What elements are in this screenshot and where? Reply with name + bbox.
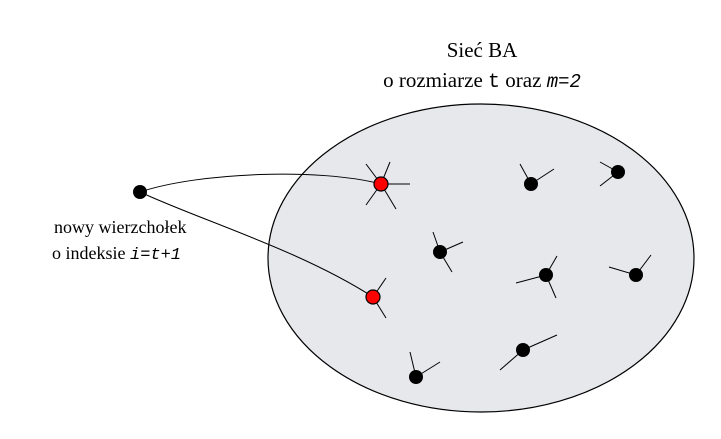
attachment-edge-2 [139, 191, 374, 298]
network-nodes [409, 165, 643, 384]
network-node [409, 370, 423, 384]
new-vertex-index-label: o indeksie i=t+1 [52, 243, 181, 265]
network-node [516, 343, 530, 357]
network-node [539, 268, 553, 282]
new-vertex-node [133, 185, 147, 199]
network-node [629, 268, 643, 282]
network-region [267, 103, 695, 413]
network-title: Sieć BA [447, 38, 518, 62]
attachment-edge-1 [139, 173, 382, 193]
selected-node [373, 176, 389, 192]
new-vertex-label: nowy wierzchołek [54, 217, 186, 237]
network-subtitle: o rozmiarze t oraz m=2 [383, 68, 581, 94]
network-node [611, 165, 625, 179]
network-node [524, 177, 538, 191]
network-node [433, 245, 447, 259]
selected-node [365, 289, 381, 305]
